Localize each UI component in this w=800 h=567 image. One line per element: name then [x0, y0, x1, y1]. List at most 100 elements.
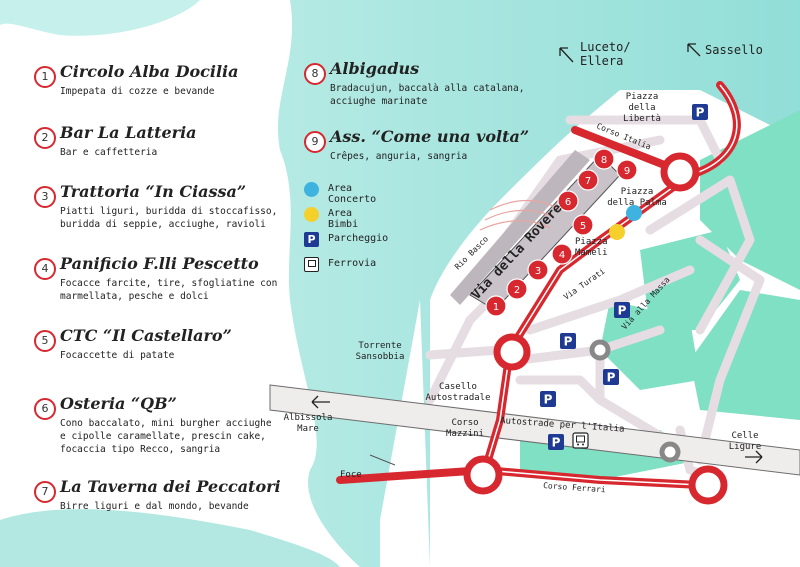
parking-icon: P	[603, 369, 619, 385]
route-marker[interactable]: 1	[485, 295, 507, 317]
street-3	[525, 265, 695, 335]
legend-item-desc: Crêpes, anguria, sangria	[330, 151, 468, 162]
route-marker-circle	[616, 159, 638, 181]
route-marker[interactable]: 3	[527, 259, 549, 281]
route-outline	[484, 84, 738, 486]
parking-icon-glyph: P	[544, 393, 553, 407]
label-casello: Casello Autostradale	[425, 382, 491, 403]
train-key-icon	[304, 257, 319, 272]
label-foce: Foce	[340, 470, 362, 480]
legend-item-number: 5	[34, 330, 56, 352]
parking-icon-bg	[560, 333, 576, 349]
legend-item-title: Panificio F.lli Pescetto	[60, 254, 259, 273]
parking-icon: P	[692, 104, 708, 120]
parking-icon-bg	[692, 104, 708, 120]
street-10	[515, 375, 605, 405]
parking-icon-glyph: P	[552, 436, 561, 450]
arrow-luceto-icon	[559, 47, 574, 63]
key-concerto-dot	[304, 182, 319, 197]
route-marker[interactable]: 5	[572, 214, 594, 236]
legend-item-desc: Cono baccalato, mini burgher acciughe e …	[60, 418, 272, 455]
legend-item-desc: Focacce farcite, tire, sfogliatine con m…	[60, 278, 278, 302]
route-marker-number: 8	[601, 155, 607, 166]
route-marker-circle	[551, 243, 573, 265]
route-marker-number: 7	[585, 176, 591, 187]
roundabouts	[463, 152, 728, 505]
legend-item-number: 1	[34, 66, 56, 88]
route-marker[interactable]: 7	[577, 169, 599, 191]
seafront-strip	[450, 150, 590, 305]
roundabout-east	[688, 465, 728, 505]
legend-item-title: Ass. “Come una volta”	[330, 127, 530, 146]
route-marker-number: 3	[535, 266, 541, 277]
parking-icon: P	[548, 434, 564, 450]
legend-item-desc: Focaccette di patate	[60, 350, 175, 361]
area-concerto-dot	[626, 205, 642, 221]
street-2	[425, 345, 505, 360]
parking-icon: P	[304, 232, 319, 247]
parking-icon: P	[614, 302, 630, 318]
rio-basco-stream	[479, 199, 561, 231]
street-6	[645, 175, 755, 335]
legend-item-number: 9	[304, 131, 326, 153]
parking-icon-bg	[603, 369, 619, 385]
label-piazza-mameli: Piazza Mameli	[575, 237, 608, 258]
parking-icon: P	[540, 391, 556, 407]
route-foce	[336, 466, 489, 484]
route-marker[interactable]: 6	[557, 190, 579, 212]
legend-item-title: La Taverna dei Peccatori	[60, 477, 281, 496]
roundabout-south	[463, 455, 503, 495]
parking-icon-bg	[548, 434, 564, 450]
legend-item-desc: Piatti liguri, buridda di stoccafisso, b…	[60, 206, 278, 230]
legend-item-title: CTC “Il Castellaro”	[60, 326, 232, 345]
arrow-sassello-icon	[687, 43, 701, 57]
label-corso-mazzini: Corso Mazzini	[446, 418, 484, 439]
sea-wash-bottom	[0, 509, 340, 567]
legend-item-number: 7	[34, 481, 56, 503]
legend-item-title: Albigadus	[330, 59, 420, 78]
parking-icon-glyph: P	[618, 304, 627, 318]
legend-item-number: 8	[304, 63, 326, 85]
route-marker-number: 1	[493, 302, 499, 313]
route-marker[interactable]: 8	[593, 148, 615, 170]
roundabout-minor-1	[589, 339, 611, 361]
route-marker-circle	[506, 278, 528, 300]
area-bimbi-dot	[609, 224, 625, 240]
legend-item-title: Osteria “QB”	[60, 394, 177, 413]
label-celle: Celle Ligure	[728, 431, 762, 452]
route-marker[interactable]: 4	[551, 243, 573, 265]
parking-icon-glyph: P	[564, 335, 573, 349]
route-marker-number: 6	[565, 197, 571, 208]
legend-item-number: 6	[34, 398, 56, 420]
label-luceto: Luceto/ Ellera	[580, 40, 631, 68]
parking-icon-glyph: P	[607, 371, 616, 385]
route-marker[interactable]: 2	[506, 278, 528, 300]
arrow-celle-icon	[745, 450, 763, 464]
legend-item-desc: Bradacujun, baccalà alla catalana, acciu…	[330, 83, 525, 107]
legend-item-number: 3	[34, 186, 56, 208]
legend-item-title: Circolo Alba Docilia	[60, 62, 239, 81]
route-marker-circle	[485, 295, 507, 317]
route-marker-number: 2	[514, 285, 520, 296]
park-mid	[600, 300, 700, 390]
roundabout-mid	[493, 333, 531, 371]
label-torrente: Torrente Sansobbia	[355, 341, 405, 362]
roundabout-minor-2	[659, 441, 681, 463]
arrow-albissola-icon	[311, 395, 330, 409]
legend-item-title: Bar La Latteria	[60, 123, 197, 142]
label-corso-ferrari: Corso Ferrari	[543, 481, 606, 494]
key-bimbi-dot	[304, 207, 319, 222]
label-sassello: Sassello	[705, 43, 763, 57]
key-bimbi-label: Area Bimbi	[328, 208, 359, 230]
key-ferrovia-label: Ferrovia	[328, 258, 377, 269]
direction-arrows	[311, 43, 763, 464]
route-marker-number: 4	[559, 250, 565, 261]
route-marker-circle	[557, 190, 579, 212]
route-marker[interactable]: 9	[616, 159, 638, 181]
route-marker-circle	[593, 148, 615, 170]
roundabouts-minor	[589, 339, 681, 463]
label-albissola: Albissola Mare	[283, 413, 333, 434]
legend-item-desc: Birre liguri e dal mondo, bevande	[60, 501, 249, 512]
